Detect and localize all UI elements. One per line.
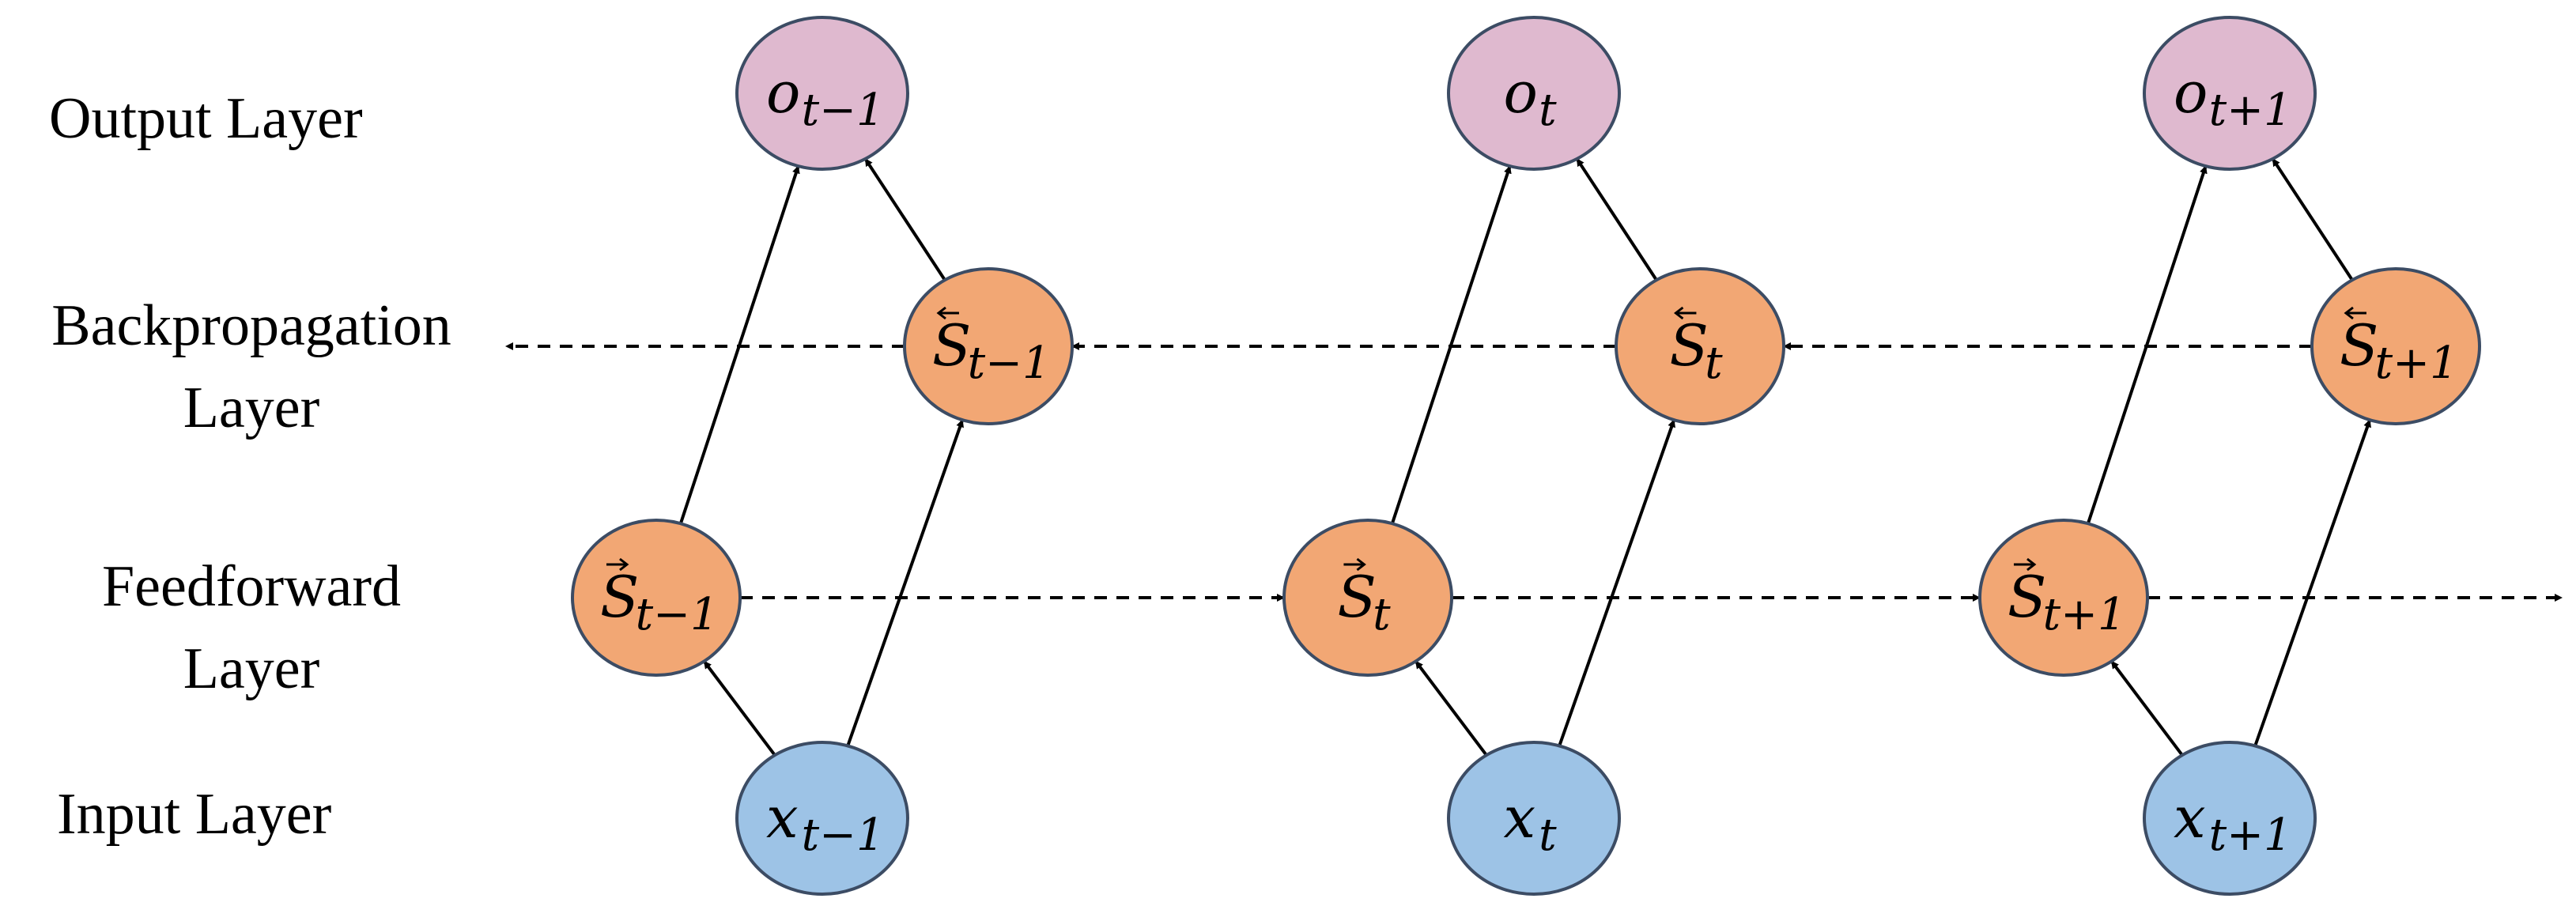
output-node-0-subscript: t−1 <box>802 85 885 136</box>
backward-state-node-1-symbol: S <box>1669 312 1708 379</box>
output-node-1-symbol: o <box>1503 59 1537 126</box>
forward-state-node-2-subscript: t+1 <box>2043 589 2126 640</box>
edge-backward-to-output-0 <box>863 157 946 281</box>
output-layer-label: Output Layer <box>49 86 363 151</box>
backward-state-node-0: St−1 <box>903 267 1074 425</box>
forward-state-node-2: St+1 <box>1978 519 2149 677</box>
forward-state-node-0-vector-accent-head <box>619 557 629 572</box>
input-node-1-subscript: t <box>1539 810 1557 861</box>
backward-state-node-1-circle <box>1615 267 1785 425</box>
forward-state-node-1-subscript: t <box>1373 589 1391 640</box>
edge-input-to-forward-1 <box>1414 660 1488 757</box>
forward-state-node-2-circle <box>1978 519 2149 677</box>
output-node-1-subscript: t <box>1539 85 1557 136</box>
forward-state-node-0-circle <box>571 519 742 677</box>
backprop-layer-label-line1: Backpropagation <box>51 293 451 358</box>
edge-input-to-forward-0 <box>702 660 776 757</box>
backward-state-node-0-vector-accent-head <box>936 306 946 320</box>
forward-state-node-2-symbol: S <box>2008 564 2046 630</box>
input-layer-label: Input Layer <box>57 782 332 847</box>
output-node-0-circle <box>735 16 909 171</box>
input-node-0-subscript: t−1 <box>802 810 885 861</box>
backprop-layer-label: Backpropagation Layer <box>14 285 489 449</box>
input-node-0-symbol: x <box>766 784 799 851</box>
edge-input-to-backward-0 <box>846 419 965 747</box>
input-node-2-circle <box>2143 741 2317 896</box>
input-node-1-symbol: x <box>1503 784 1535 851</box>
forward-state-node-1-symbol: S <box>1337 564 1376 630</box>
backprop-layer-label-line2: Layer <box>183 376 320 440</box>
backward-state-node-1: St <box>1615 267 1785 425</box>
input-node-2-symbol: x <box>2174 784 2206 851</box>
edge-input-to-forward-2 <box>2110 660 2184 757</box>
feedforward-layer-label-line2: Layer <box>183 636 320 701</box>
forward-state-node-0-symbol: S <box>600 564 639 630</box>
forward-state-node-1-vector-accent-head <box>1356 557 1366 572</box>
feedforward-layer-label: Feedforward Layer <box>14 545 489 710</box>
feedforward-layer-label-line1: Feedforward <box>101 554 402 619</box>
output-node-0-symbol: o <box>766 59 800 126</box>
output-node-2-subscript: t+1 <box>2209 85 2292 136</box>
input-node-0-circle <box>735 741 909 896</box>
backward-state-node-0-symbol: S <box>932 312 971 379</box>
edge-backward-to-output-1 <box>1575 157 1658 281</box>
edge-input-to-backward-1 <box>1558 419 1676 747</box>
backward-state-node-1-vector-accent-head <box>1673 306 1684 320</box>
backward-state-node-2-circle <box>2310 267 2481 425</box>
backward-state-node-2-subscript: t+1 <box>2375 338 2458 389</box>
output-node-1-circle <box>1447 16 1621 171</box>
output-node-2-symbol: o <box>2174 59 2208 126</box>
forward-state-node-0-subscript: t−1 <box>636 589 719 640</box>
backward-state-node-0-circle <box>903 267 1074 425</box>
forward-state-node-1-circle <box>1282 519 1453 677</box>
edge-input-to-backward-2 <box>2253 419 2372 747</box>
backward-state-node-1-subscript: t <box>1705 338 1723 389</box>
backward-state-node-2: St+1 <box>2310 267 2481 425</box>
backward-state-node-0-subscript: t−1 <box>968 338 1051 389</box>
edge-backward-to-output-2 <box>2271 157 2354 281</box>
output-node-2-circle <box>2143 16 2317 171</box>
input-node-1-circle <box>1447 741 1621 896</box>
forward-state-node-1: St <box>1282 519 1453 677</box>
forward-state-node-2-vector-accent-head <box>2026 557 2037 572</box>
forward-state-node-0: St−1 <box>571 519 742 677</box>
backward-state-node-2-vector-accent-head <box>2344 306 2354 320</box>
input-node-2-subscript: t+1 <box>2209 810 2292 861</box>
backward-state-node-2-symbol: S <box>2340 312 2378 379</box>
